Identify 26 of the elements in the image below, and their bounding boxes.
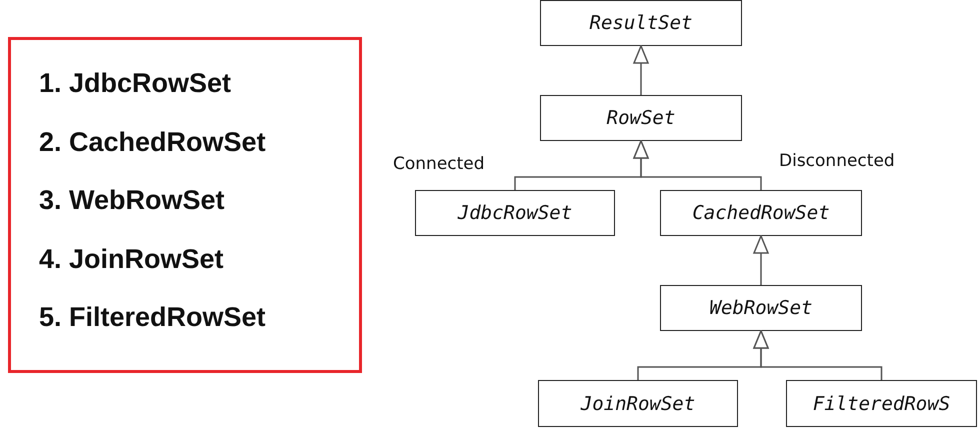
list-item: 2. CachedRowSet [39, 126, 266, 158]
list-item: 5. FilteredRowSet [39, 302, 266, 333]
class-box [660, 190, 862, 236]
class-box [538, 380, 738, 427]
class-box [540, 0, 742, 46]
inheritance-arrow [633, 45, 649, 95]
class-box [660, 285, 862, 331]
class-name: FilteredRowS [812, 392, 950, 414]
class-box [415, 190, 615, 236]
inheritance-arrow [753, 235, 769, 285]
class-name: WebRowSet [710, 297, 812, 319]
connection-type-label: Disconnected [779, 151, 895, 171]
class-name: RowSet [606, 107, 676, 129]
list-item: 1. JdbcRowSet [39, 68, 232, 99]
class-box [540, 95, 742, 141]
inheritance-arrow [753, 330, 882, 380]
list-item: 3. WebRowSet [39, 185, 225, 216]
inheritance-arrow [633, 140, 762, 190]
class-name: ResultSet [590, 12, 692, 34]
connection-type-label: Connected [393, 154, 485, 174]
list-item: 4. JoinRowSet [39, 244, 224, 274]
list-panel [8, 37, 362, 373]
class-name: CachedRowSet [692, 202, 830, 224]
class-name: JoinRowSet [580, 392, 696, 414]
class-box [786, 380, 977, 427]
class-name: JdbcRowSet [458, 202, 572, 224]
